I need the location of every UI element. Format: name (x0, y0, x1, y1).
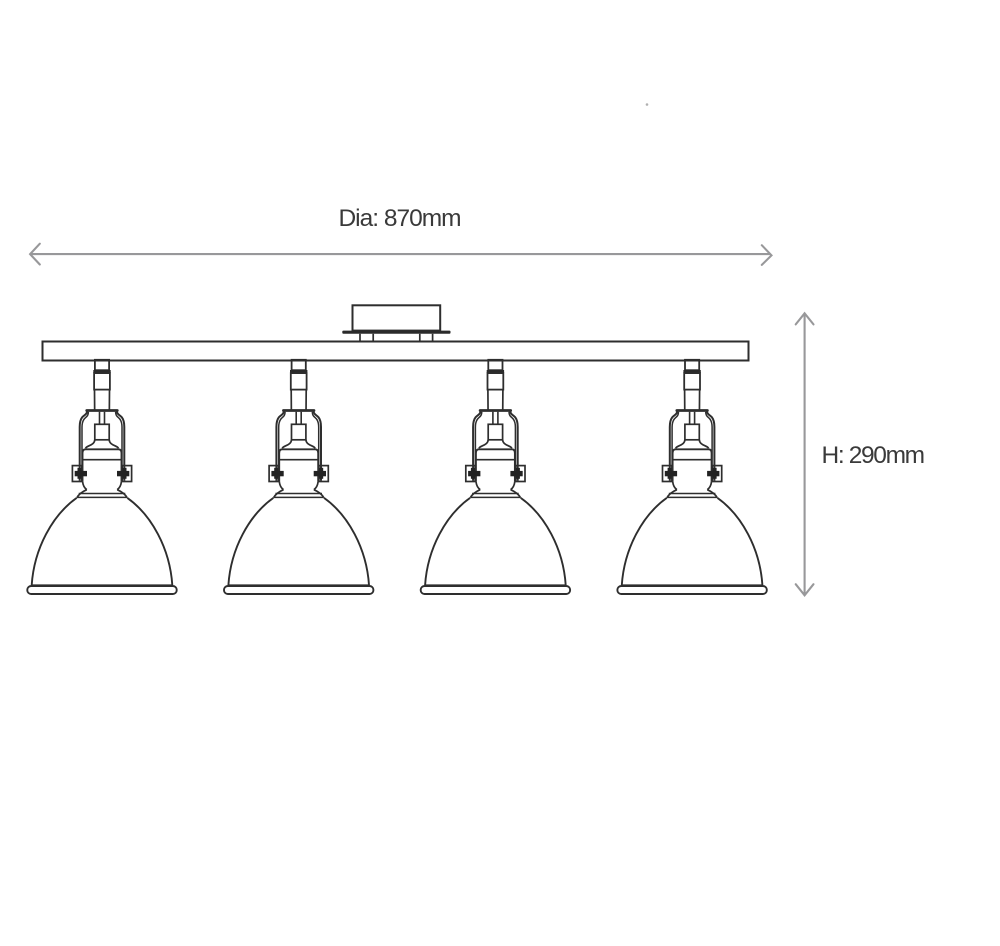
svg-text:H: 290mm: H: 290mm (822, 442, 924, 469)
svg-text:Dia: 870mm: Dia: 870mm (338, 205, 460, 232)
